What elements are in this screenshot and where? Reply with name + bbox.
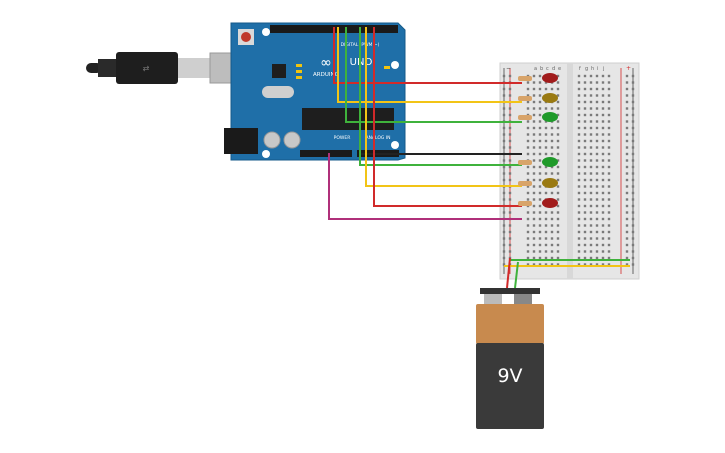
resistor-5[interactable] (518, 181, 532, 186)
wire-green-2[interactable] (359, 27, 522, 166)
wire-red-2[interactable] (373, 27, 522, 207)
wire-battery-green[interactable] (514, 261, 519, 289)
arduino-brand-label: ARDUINO (313, 72, 340, 78)
led-resistor-group (518, 73, 558, 208)
led-green-3[interactable] (542, 112, 558, 122)
wire-red-1[interactable] (333, 27, 522, 84)
breadboard[interactable]: a b c d e f g h i j + − (499, 62, 640, 280)
analog-header-label: ANALOG IN (365, 135, 390, 141)
power-header[interactable] (300, 150, 352, 157)
wires (328, 27, 630, 289)
led-yellow-5[interactable] (542, 178, 558, 188)
breadboard-column-letters: a b c d e f g h i j + − (506, 65, 631, 72)
rail-minus-label: − (506, 65, 511, 72)
letter-a: a (534, 66, 537, 72)
breadboard-holes[interactable] (502, 74, 635, 266)
resistor-6[interactable] (518, 201, 532, 206)
resistor-2[interactable] (518, 96, 532, 101)
letter-d: d (552, 66, 555, 72)
led-red-1[interactable] (542, 73, 558, 83)
led-yellow-2[interactable] (542, 93, 558, 103)
arduino-uno-board[interactable]: ∞ ARDUINO UNO DIGITAL (PWM ~) POWER ANAL… (224, 22, 406, 161)
rail-plus-label: + (626, 65, 631, 72)
battery-9v[interactable] (476, 288, 544, 429)
wire-yellow-1[interactable] (337, 27, 522, 103)
letter-b: b (540, 66, 543, 72)
letter-f: f (579, 66, 581, 72)
resistor-3[interactable] (518, 115, 532, 120)
resistor-1[interactable] (518, 76, 532, 81)
power-jack[interactable] (224, 128, 258, 154)
arduino-model-label: UNO (350, 57, 373, 68)
wire-yellow-2[interactable] (365, 27, 522, 187)
resistor-4[interactable] (518, 160, 532, 165)
battery-voltage-label: 9V (497, 365, 523, 387)
led-green-4[interactable] (542, 157, 558, 167)
letter-e: e (558, 66, 561, 72)
wire-battery-red[interactable] (506, 257, 511, 289)
letter-j: j (602, 66, 604, 72)
power-header-label: POWER (334, 135, 351, 141)
wire-green-1[interactable] (345, 27, 522, 123)
arduino-logo-icon: ∞ (320, 55, 332, 71)
letter-h: h (591, 66, 594, 72)
letter-c: c (546, 66, 549, 72)
letter-i: i (597, 66, 598, 72)
svg-text:⇄: ⇄ (143, 64, 150, 73)
led-red-6[interactable] (542, 198, 558, 208)
wire-magenta-5v[interactable] (328, 153, 522, 220)
letter-g: g (585, 66, 588, 72)
atmega-chip (302, 108, 394, 130)
